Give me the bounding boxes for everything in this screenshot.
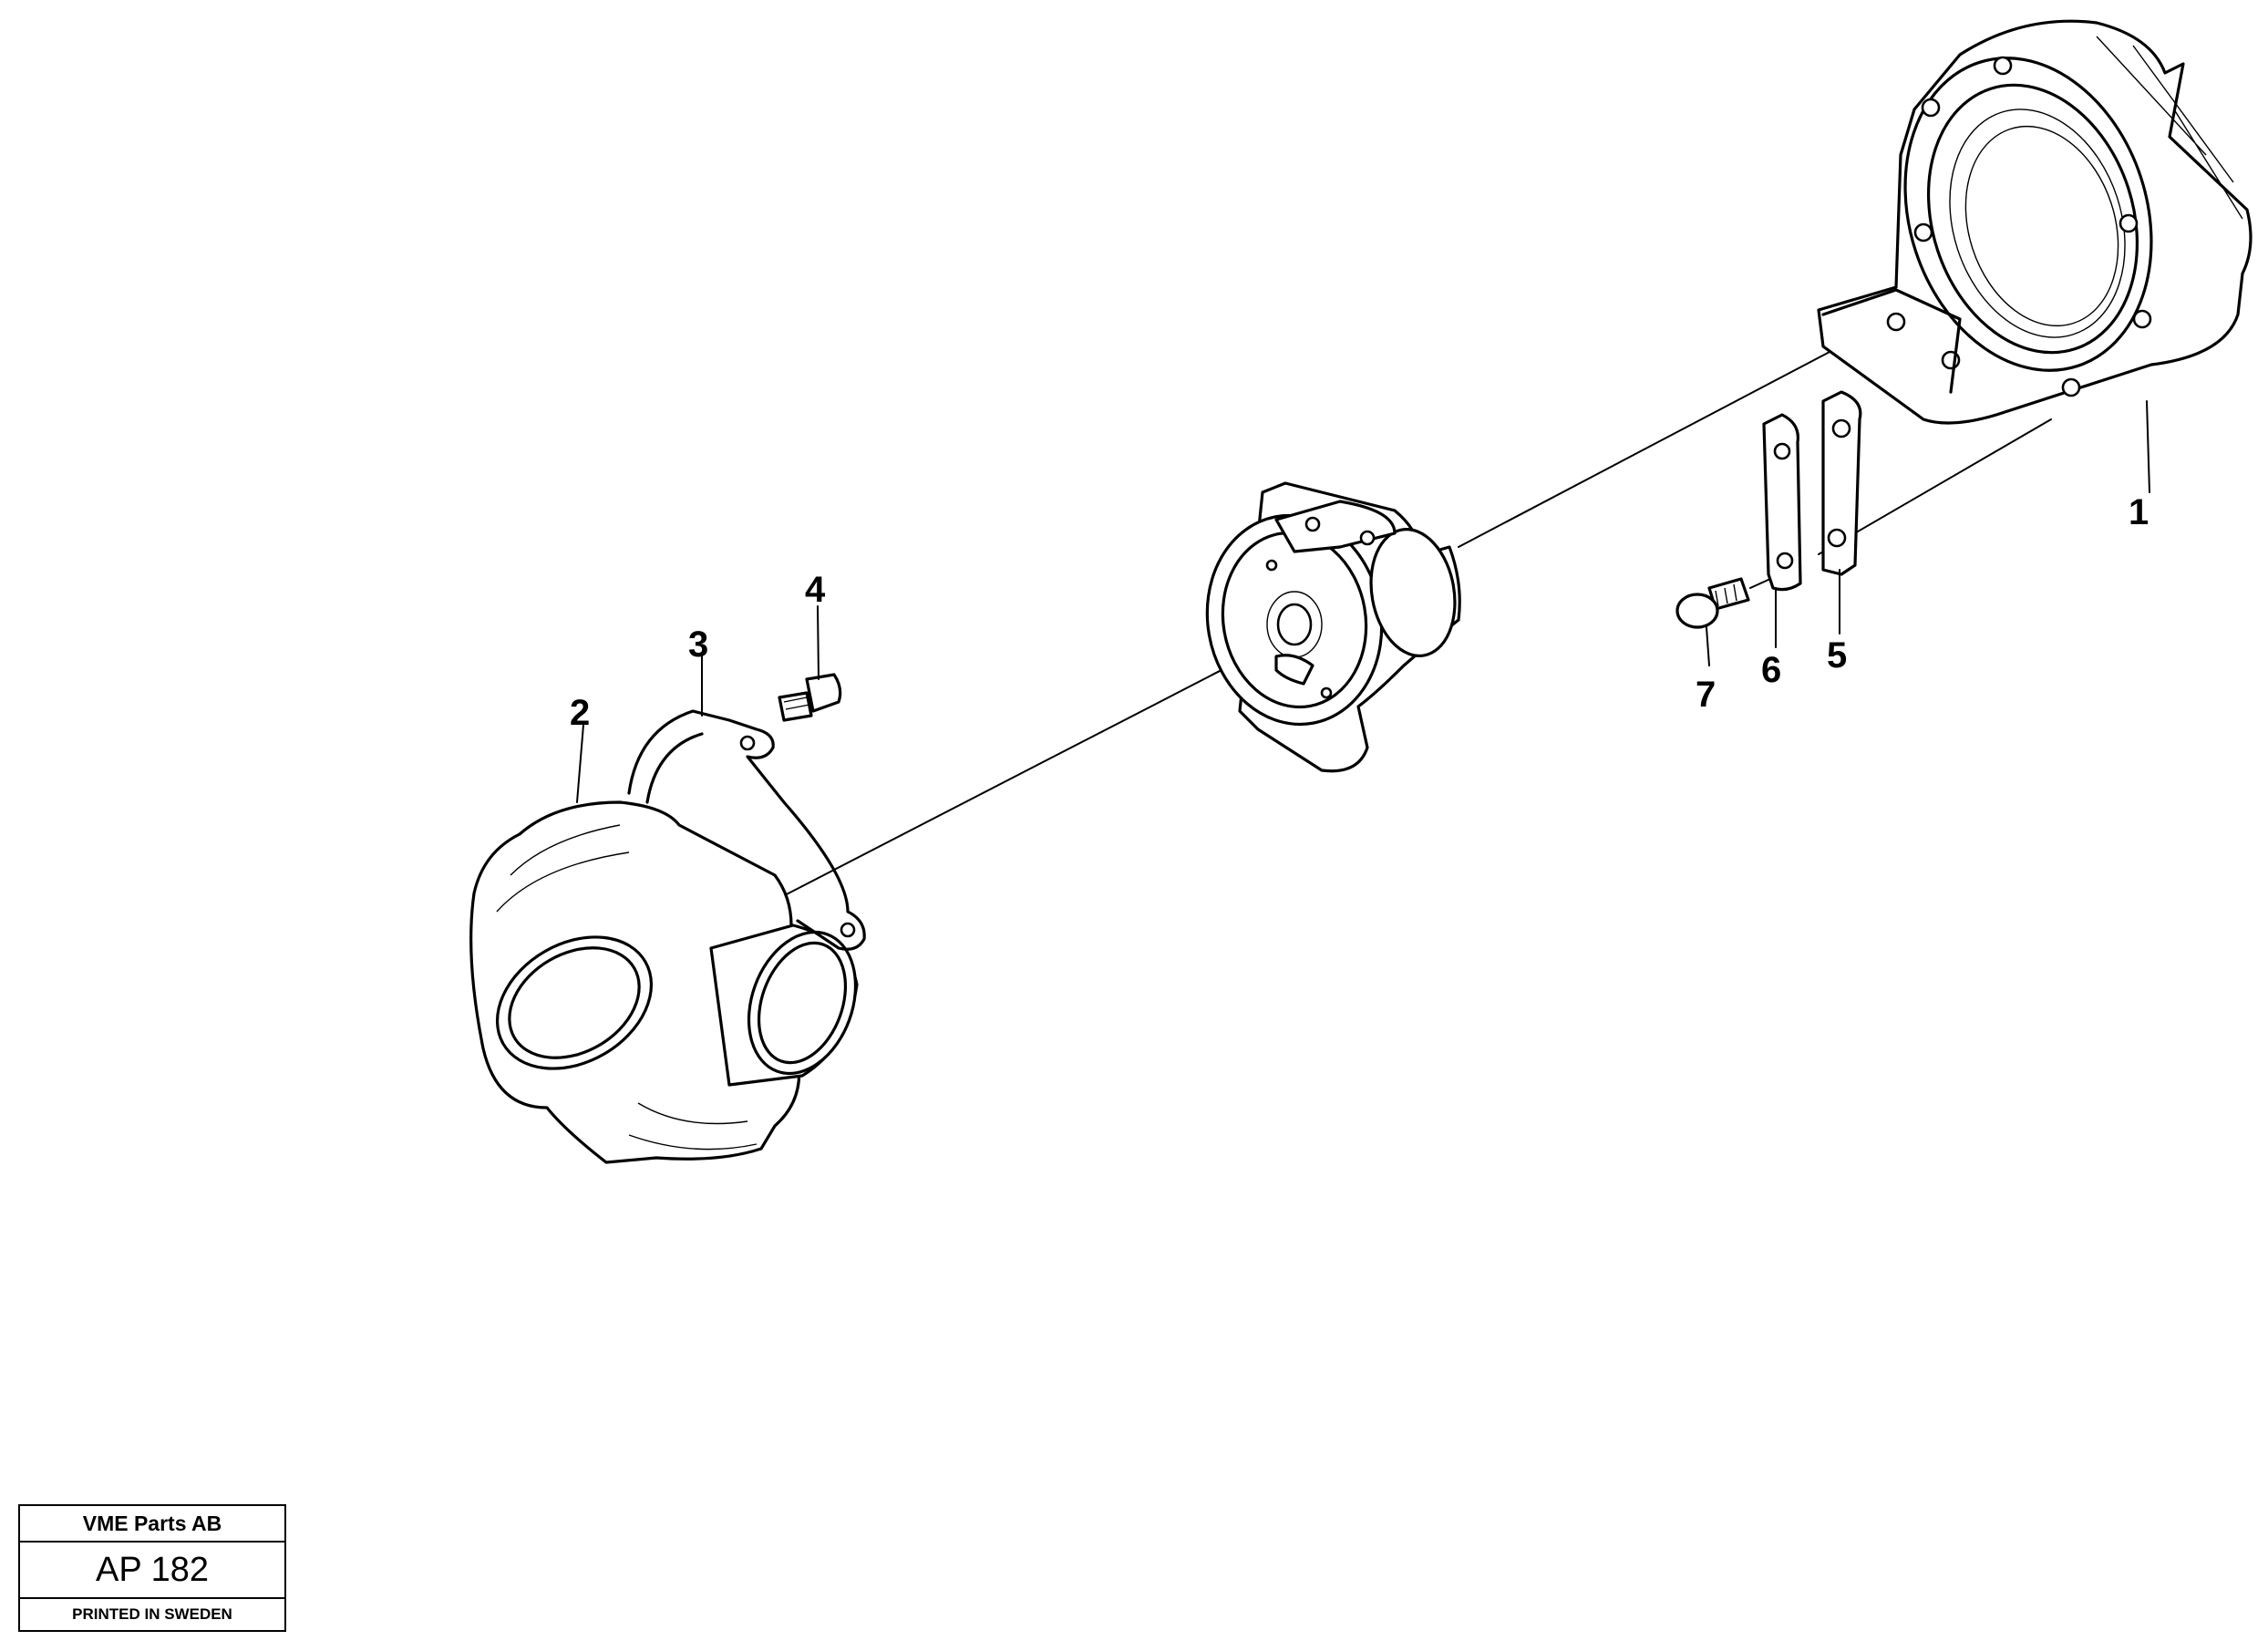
bearing-housing-icon	[1205, 481, 1461, 773]
callout-5: 5	[1827, 635, 1847, 676]
callout-2: 2	[570, 693, 590, 733]
callout-6: 6	[1761, 650, 1781, 690]
callout-labels: 1 2 3 4 5 6 7	[570, 492, 2149, 733]
drawing-number: AP 182	[20, 1543, 284, 1599]
bolt-icon	[1675, 577, 1750, 629]
callout-1: 1	[2129, 492, 2149, 532]
leader-lines	[576, 400, 2150, 803]
shim-plate-icon	[1762, 413, 1802, 592]
callout-3: 3	[688, 624, 708, 665]
compressor-housing-icon	[469, 800, 859, 1164]
gasket-ring-icon	[627, 709, 866, 951]
bolt-icon	[778, 673, 842, 722]
printed-in-label: PRINTED IN SWEDEN	[72, 1605, 232, 1623]
title-block: VME Parts AB AP 182 PRINTED IN SWEDEN	[18, 1504, 286, 1632]
company-name: VME Parts AB	[20, 1506, 284, 1543]
bracket-plate-icon	[1821, 390, 1862, 576]
callout-7: 7	[1696, 675, 1716, 715]
callout-4: 4	[805, 570, 826, 610]
flywheel-housing-icon	[1817, 19, 2253, 425]
